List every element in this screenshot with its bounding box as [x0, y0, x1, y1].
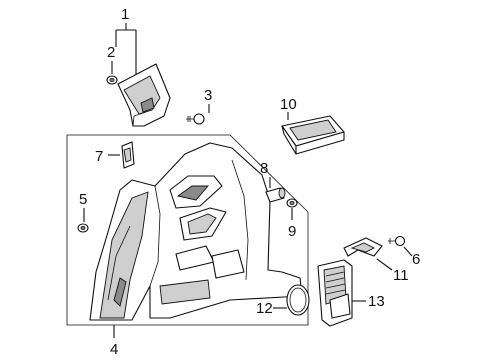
bracket-part-7 — [121, 141, 135, 169]
callout-10: 10 — [280, 96, 297, 113]
leader-1 — [115, 23, 137, 84]
clip-part-9 — [286, 198, 298, 208]
callout-2: 2 — [107, 44, 115, 61]
callout-11: 11 — [393, 267, 409, 284]
vent-part-13 — [317, 259, 353, 327]
callout-9: 9 — [288, 223, 296, 240]
callout-7: 7 — [95, 148, 103, 165]
callout-5: 5 — [79, 191, 87, 208]
upper-quarter-trim — [117, 63, 171, 127]
callout-3: 3 — [204, 87, 212, 104]
leader-11 — [376, 258, 393, 271]
leader-6 — [403, 246, 413, 257]
callout-13: 13 — [368, 293, 385, 310]
plug-part-8 — [265, 187, 286, 203]
cap-part-12 — [286, 284, 310, 316]
quarter-panel-outline — [66, 134, 309, 326]
clip-part-5 — [77, 223, 89, 233]
storage-tray-part-10 — [281, 115, 345, 155]
screw-part-3 — [186, 113, 205, 125]
screw-part-6 — [388, 235, 406, 247]
quarter-trim-panel — [89, 142, 303, 321]
callout-1: 1 — [121, 6, 129, 23]
callout-12: 12 — [256, 300, 273, 317]
handle-part-11 — [343, 237, 383, 257]
leader-lines — [83, 23, 413, 338]
callout-6: 6 — [412, 251, 420, 268]
clip-part-2 — [106, 75, 118, 85]
callout-4: 4 — [110, 341, 118, 358]
